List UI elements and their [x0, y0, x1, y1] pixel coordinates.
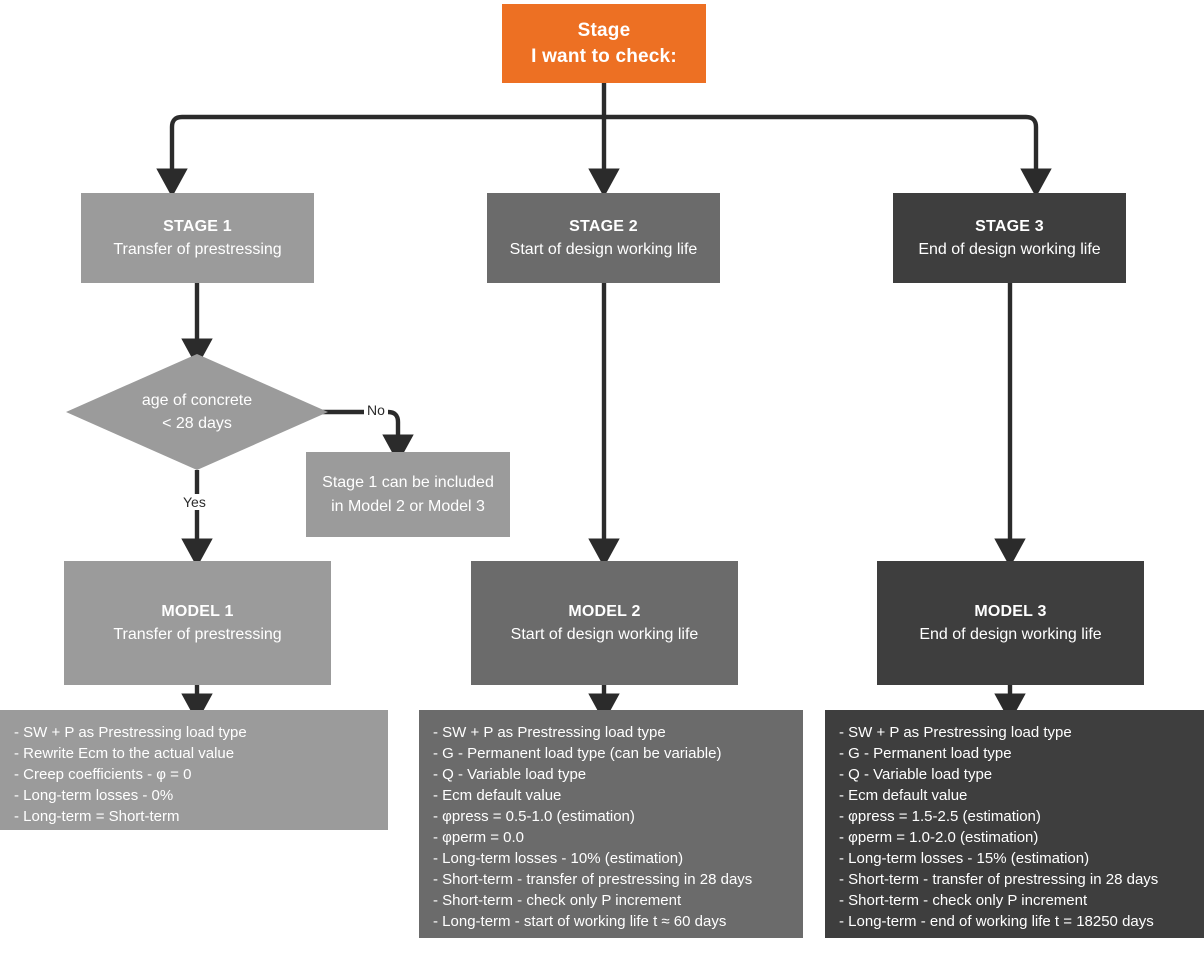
detail-item: - Rewrite Ecm to the actual value [14, 745, 235, 762]
model-3-title: MODEL 3 [974, 602, 1047, 620]
model-2-details-list: - SW + P as Prestressing load type - G - … [433, 722, 789, 932]
model-3-details-list: - SW + P as Prestressing load type - G - … [839, 722, 1190, 932]
detail-item: - SW + P as Prestressing load type [14, 724, 247, 741]
detail-item: - Long-term losses - 15% (estimation) [839, 850, 1090, 867]
detail-item: - Long-term losses - 10% (estimation) [433, 850, 684, 867]
model-1-details-panel[interactable]: - SW + P as Prestressing load type - Rewr… [0, 710, 388, 830]
detail-item: - Creep coefficients - φ = 0 [14, 766, 192, 783]
decision-diamond[interactable]: age of concrete < 28 days [66, 354, 328, 470]
detail-item: - Short-term - check only P increment [839, 892, 1088, 909]
model-1-subtitle: Transfer of prestressing [113, 626, 282, 643]
detail-item: - Ecm default value [433, 787, 562, 804]
stage-2-box[interactable]: STAGE 2 Start of design working life [487, 193, 720, 283]
detail-item: - Long-term - end of working life t = 18… [839, 913, 1154, 930]
detail-item: - SW + P as Prestressing load type [433, 724, 666, 741]
stage-1-box[interactable]: STAGE 1 Transfer of prestressing [81, 193, 314, 283]
root-stage-box[interactable]: Stage I want to check: [502, 4, 706, 83]
detail-item: - Long-term = Short-term [14, 808, 180, 825]
detail-item: - φpress = 0.5-1.0 (estimation) [433, 808, 635, 825]
model-1-box[interactable]: MODEL 1 Transfer of prestressing [64, 561, 331, 685]
stage-1-subtitle: Transfer of prestressing [113, 241, 282, 258]
root-title-line2: I want to check: [531, 45, 677, 67]
detail-item: - Ecm default value [839, 787, 968, 804]
note-line2: in Model 2 or Model 3 [331, 497, 485, 515]
detail-item: - G - Permanent load type (can be variab… [433, 745, 722, 762]
note-line1: Stage 1 can be included [322, 474, 494, 492]
detail-item: - Long-term - start of working life t ≈ … [433, 913, 727, 930]
edge-root-to-stage3 [604, 114, 1052, 198]
decision-label: age of concrete < 28 days [66, 354, 328, 470]
detail-item: - Short-term - check only P increment [433, 892, 682, 909]
stage-3-subtitle: End of design working life [918, 241, 1101, 258]
model-1-details-list: - SW + P as Prestressing load type - Rewr… [14, 722, 374, 827]
detail-item: - Short-term - transfer of prestressing … [839, 871, 1159, 888]
model-2-subtitle: Start of design working life [510, 626, 699, 643]
detail-item: - φperm = 0.0 [433, 829, 525, 846]
stage-2-title: STAGE 2 [569, 217, 638, 235]
detail-item: - Q - Variable load type [839, 766, 993, 783]
edge-label-no: No [364, 402, 388, 418]
edge-root-to-stage1 [156, 114, 604, 198]
detail-item: - G - Permanent load type [839, 745, 1012, 762]
decision-line1: age of concrete [141, 391, 253, 409]
stage-2-subtitle: Start of design working life [509, 241, 698, 258]
stage-3-box[interactable]: STAGE 3 End of design working life [893, 193, 1126, 283]
model-3-subtitle: End of design working life [919, 626, 1102, 643]
root-title-line1: Stage [577, 19, 631, 41]
stage-3-title: STAGE 3 [975, 217, 1044, 235]
model-2-box[interactable]: MODEL 2 Start of design working life [471, 561, 738, 685]
detail-item: - Short-term - transfer of prestressing … [433, 871, 753, 888]
model-3-box[interactable]: MODEL 3 End of design working life [877, 561, 1144, 685]
detail-item: - φpress = 1.5-2.5 (estimation) [839, 808, 1041, 825]
note-stage1-inclusion-box[interactable]: Stage 1 can be included in Model 2 or Mo… [306, 452, 510, 537]
model-3-details-panel[interactable]: - SW + P as Prestressing load type - G - … [825, 710, 1204, 938]
detail-item: - Q - Variable load type [433, 766, 587, 783]
detail-item: - SW + P as Prestressing load type [839, 724, 1072, 741]
detail-item: - φperm = 1.0-2.0 (estimation) [839, 829, 1039, 846]
stage-1-title: STAGE 1 [163, 217, 232, 235]
model-1-title: MODEL 1 [161, 602, 234, 620]
decision-line2: < 28 days [162, 415, 232, 432]
diamond-shape [66, 354, 328, 470]
model-2-details-panel[interactable]: - SW + P as Prestressing load type - G - … [419, 710, 803, 938]
detail-item: - Long-term losses - 0% [14, 787, 174, 804]
edge-label-yes: Yes [180, 494, 209, 510]
model-2-title: MODEL 2 [568, 602, 641, 620]
